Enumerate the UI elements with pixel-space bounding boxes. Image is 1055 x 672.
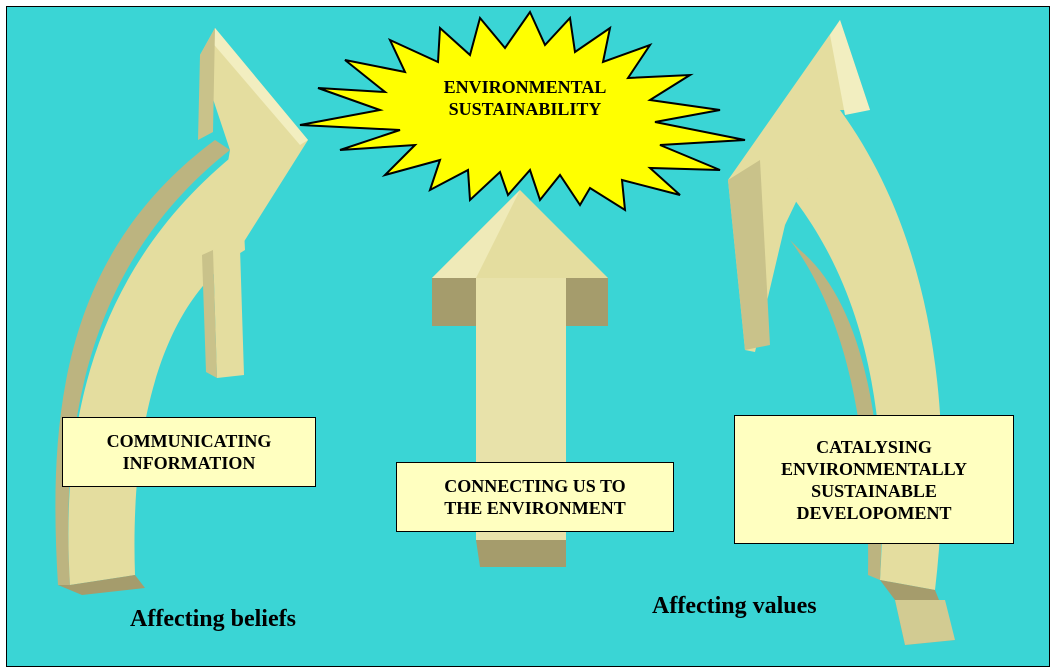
right-box-line3: SUSTAINABLE [811,480,937,501]
burst-label-line1: ENVIRONMENTAL [443,77,607,97]
left-box-line1: COMMUNICATING [106,431,272,451]
right-box-line4: DEVELOPOMENT [796,502,952,523]
burst-label-line2: SUSTAINABILITY [448,99,602,119]
burst-label: ENVIRONMENTAL SUSTAINABILITY [420,76,630,120]
caption-affecting-beliefs: Affecting beliefs [130,606,296,632]
connecting-environment-box: CONNECTING US TO THE ENVIRONMENT [396,462,674,532]
left-box-line2: INFORMATION [122,453,256,473]
sustainability-burst [299,9,746,212]
center-box-line2: THE ENVIRONMENT [444,498,626,518]
right-curved-arrow [728,20,955,645]
communicating-information-box: COMMUNICATING INFORMATION [62,417,316,487]
right-box-line2: ENVIRONMENTALLY [780,458,968,479]
center-box-line1: CONNECTING US TO [444,476,626,496]
catalysing-development-box: CATALYSING ENVIRONMENTALLY SUSTAINABLE D… [734,415,1014,544]
left-curved-arrow [55,28,308,595]
right-box-line1: CATALYSING [816,436,932,457]
caption-affecting-values: Affecting values [652,593,817,619]
